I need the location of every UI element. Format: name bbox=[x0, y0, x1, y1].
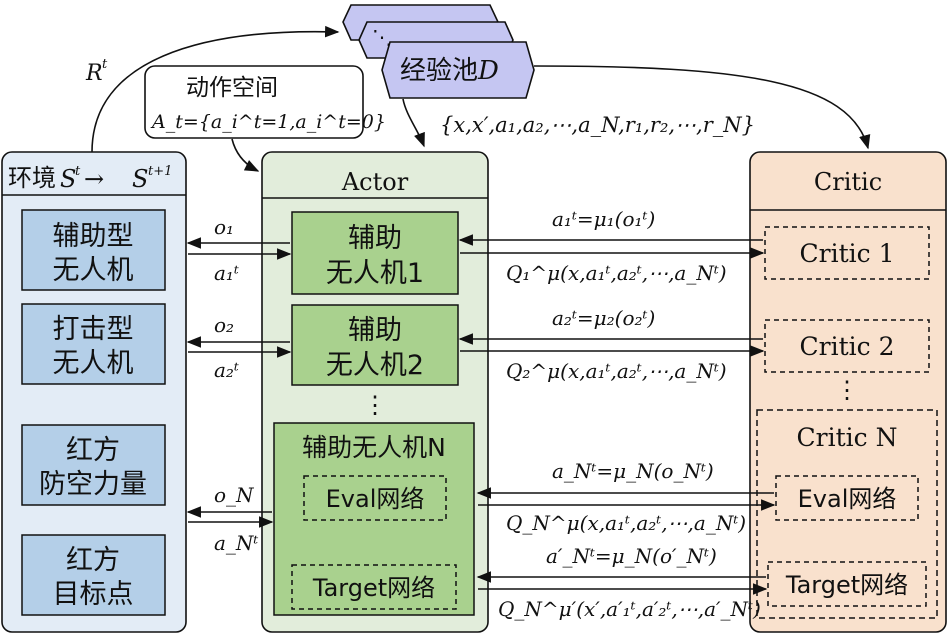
actor-eval-label: Eval网络 bbox=[326, 485, 425, 513]
critic-box-label: Critic 1 bbox=[800, 239, 895, 268]
critic-target-network bbox=[767, 561, 927, 607]
env-entity-box bbox=[21, 424, 166, 506]
action-label: a₁ᵗ bbox=[214, 261, 239, 285]
action-label: a_Nᵗ bbox=[214, 531, 258, 555]
env-entity-box bbox=[21, 209, 166, 291]
action-label: a₂ᵗ bbox=[214, 358, 239, 382]
transition-tuple: {x,x′,a₁,a₂,⋯,a_N,r₁,r₂,⋯,r_N} bbox=[440, 113, 755, 137]
critic-title: Critic bbox=[814, 168, 882, 196]
actor-agent-line2: 无人机1 bbox=[326, 258, 424, 289]
env-entity-box bbox=[21, 303, 166, 385]
critic-eval-network bbox=[775, 475, 919, 521]
actor-dots: ⋮ bbox=[363, 391, 387, 419]
critic-link-bottom: Q₁^μ(x,a₁ᵗ,a₂ᵗ,⋯,a_Nᵗ) bbox=[506, 261, 727, 285]
reward-arrow bbox=[91, 25, 340, 153]
env-actor-links: o₁ a₁ᵗ o₂ a₂ᵗ o_N a_Nᵗ bbox=[186, 215, 292, 555]
actor-agent-box bbox=[291, 211, 459, 295]
environment-state-sup: t bbox=[75, 164, 81, 179]
obs-label: o₂ bbox=[214, 313, 234, 337]
actor-eval-network bbox=[303, 475, 447, 521]
action-space-title: 动作空间 bbox=[186, 75, 278, 101]
env-entity-line1: 红方 bbox=[66, 545, 120, 576]
critic-link-bottom: Q₂^μ(x,a₁ᵗ,a₂ᵗ,⋯,a_Nᵗ) bbox=[506, 359, 727, 383]
environment-title: 环境 bbox=[8, 164, 56, 192]
action-space-arrow bbox=[231, 138, 260, 172]
actor-critic-links: a₁ᵗ=μ₁(o₁ᵗ) Q₁^μ(x,a₁ᵗ,a₂ᵗ,⋯,a_Nᵗ) a₂ᵗ=μ… bbox=[458, 207, 776, 621]
critic-target-label: Target网络 bbox=[785, 571, 908, 599]
action-space-box: 动作空间 A_t={a_i^t=1,a_i^t=0} bbox=[144, 65, 386, 139]
critic-link-top: a₁ᵗ=μ₁(o₁ᵗ) bbox=[552, 207, 655, 231]
buffer-to-actor-arrow bbox=[402, 98, 425, 148]
env-entity-line1: 辅助型 bbox=[53, 221, 134, 252]
critic-panel: Critic Critic 1 Critic 2 ⋮ Critic N Eval… bbox=[749, 151, 947, 633]
env-entity-line1: 打击型 bbox=[53, 314, 134, 345]
environment-next-state-sup: t+1 bbox=[148, 164, 172, 179]
actor-agent-line2: 无人机2 bbox=[326, 350, 424, 381]
critic-link-top: a_Nᵗ=μ_N(o_Nᵗ) bbox=[552, 459, 714, 483]
env-entity-line2: 防空力量 bbox=[39, 469, 147, 500]
actor-agent-n-title: 辅助无人机N bbox=[302, 433, 446, 462]
environment-panel: 环境 S t → S t+1 辅助型 无人机 打击型 无人机 红方 防空力量 红… bbox=[1, 151, 187, 633]
actor-panel: Actor 辅助 无人机1 辅助 无人机2 ⋮ 辅助无人机N Eval网络 Ta… bbox=[261, 151, 489, 633]
env-entity-line2: 目标点 bbox=[53, 579, 134, 610]
buffer-layer-front bbox=[381, 41, 535, 99]
obs-label: o₁ bbox=[214, 215, 234, 239]
env-entity-box bbox=[21, 534, 166, 616]
critic-eval-label: Eval网络 bbox=[798, 485, 897, 513]
action-space-formula: A_t={a_i^t=1,a_i^t=0} bbox=[150, 111, 386, 133]
environment-arrow: → bbox=[84, 165, 104, 193]
actor-target-network bbox=[291, 564, 457, 610]
critic-link-bottom: Q_N^μ′(x′,a′₁ᵗ,a′₂ᵗ,⋯,a′_Nᵗ) bbox=[498, 597, 761, 621]
reward-label: R bbox=[85, 61, 103, 86]
critic-n-box bbox=[756, 409, 938, 619]
buffer-to-critic-arrow bbox=[533, 65, 871, 150]
environment-state: S bbox=[60, 165, 76, 193]
actor-agent-line1: 辅助 bbox=[348, 223, 402, 254]
critic-dots: ⋮ bbox=[835, 376, 859, 404]
buffer-dots: ⋱ bbox=[372, 25, 392, 49]
actor-title: Actor bbox=[341, 168, 409, 196]
obs-label: o_N bbox=[214, 483, 255, 507]
critic-box-label: Critic 2 bbox=[800, 332, 895, 361]
reward-sup: t bbox=[102, 57, 108, 72]
replay-buffer-label: 经验池 bbox=[400, 56, 478, 86]
critic-link-top: a₂ᵗ=μ₂(o₂ᵗ) bbox=[552, 306, 655, 330]
critic-link-top: a′_Nᵗ=μ_N(o′_Nᵗ) bbox=[546, 544, 717, 568]
critic-box bbox=[764, 319, 930, 373]
actor-target-label: Target网络 bbox=[312, 574, 435, 602]
environment-next-state: S bbox=[132, 165, 148, 193]
critic-n-title: Critic N bbox=[797, 423, 898, 452]
replay-buffer: ⋱ 经验池 D bbox=[342, 4, 535, 99]
critic-link-bottom: Q_N^μ(x,a₁ᵗ,a₂ᵗ,⋯,a_Nᵗ) bbox=[506, 511, 746, 535]
actor-agent-n-box bbox=[273, 422, 475, 616]
replay-buffer-symbol: D bbox=[477, 56, 499, 86]
actor-agent-box bbox=[291, 304, 459, 386]
actor-agent-line1: 辅助 bbox=[348, 315, 402, 346]
critic-box bbox=[764, 226, 930, 280]
env-entity-line2: 无人机 bbox=[53, 348, 134, 379]
env-entity-line2: 无人机 bbox=[53, 255, 134, 286]
env-entity-line1: 红方 bbox=[66, 435, 120, 466]
